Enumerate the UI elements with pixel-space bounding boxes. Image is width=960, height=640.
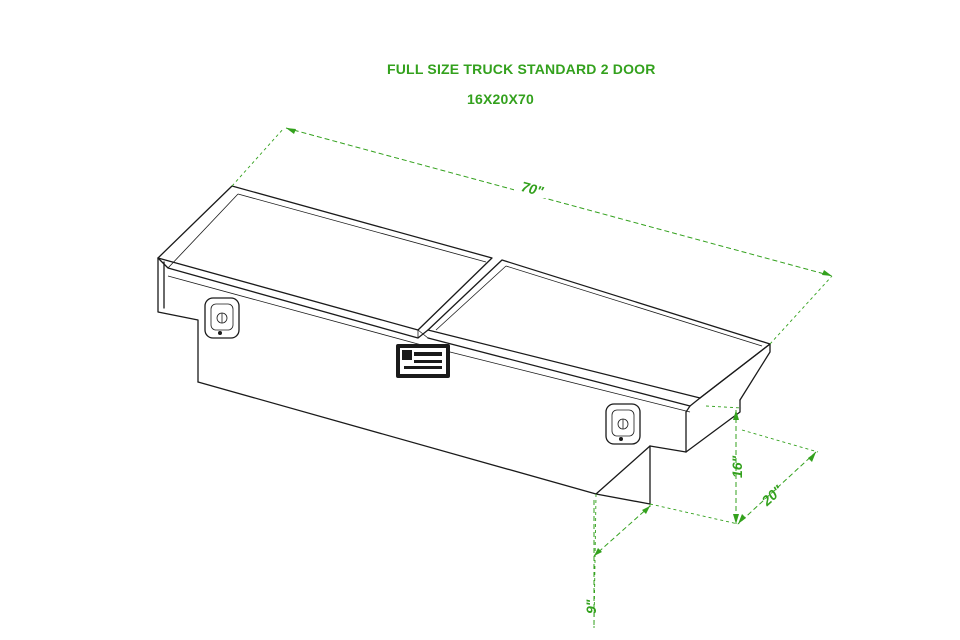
lower-depth-label: 9" — [583, 599, 599, 614]
dimension-depth: 20" — [737, 429, 819, 525]
diagram-title: FULL SIZE TRUCK STANDARD 2 DOOR — [387, 61, 656, 77]
latch-left[interactable] — [204, 297, 240, 339]
diagram-subtitle: 16X20X70 — [467, 91, 534, 107]
lid-left — [157, 185, 493, 339]
latch-right[interactable] — [605, 403, 641, 445]
depth-label: 20" — [758, 482, 786, 510]
height-label: 16" — [729, 455, 745, 478]
brand-plate — [396, 344, 450, 378]
dimension-height: 16" — [649, 405, 745, 525]
toolbox-body — [157, 257, 741, 505]
length-label: 70" — [520, 178, 546, 199]
lid-right — [417, 259, 771, 413]
dimension-length: 70" — [231, 127, 833, 345]
dimension-lower-depth: 9" — [583, 493, 651, 629]
